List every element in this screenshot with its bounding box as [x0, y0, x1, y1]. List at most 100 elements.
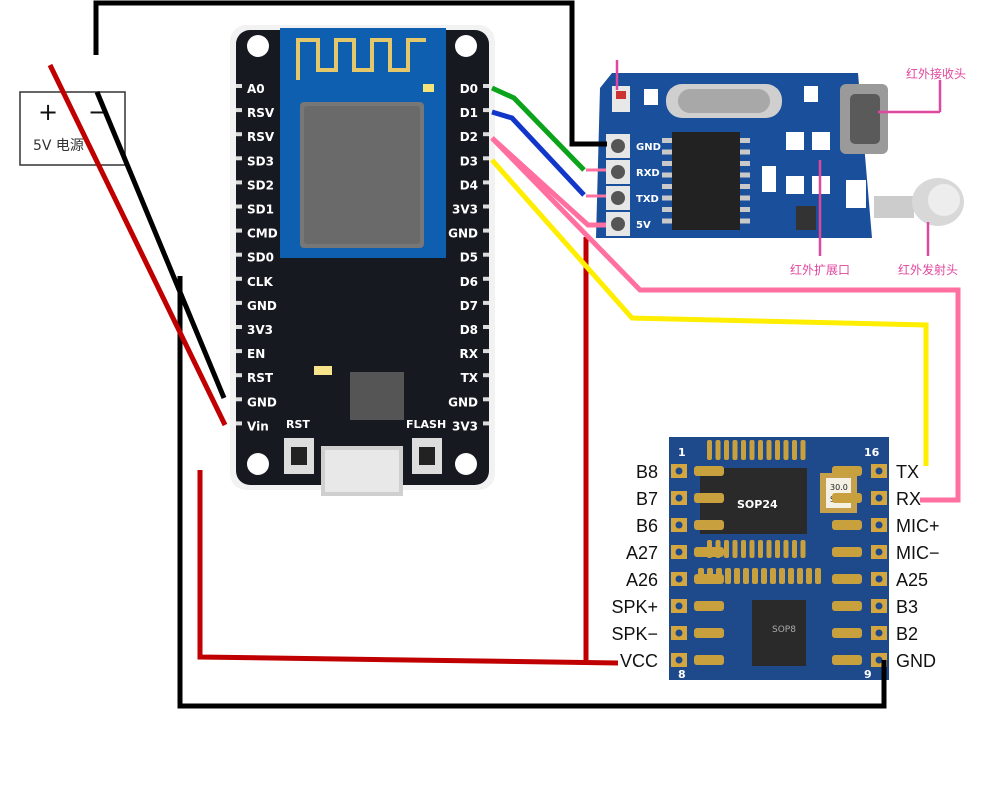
nodemcu-left-pin-label: SD0: [247, 251, 274, 265]
nodemcu-right-pin-label: D5: [460, 251, 478, 265]
voice-left-pin-label: B7: [636, 489, 658, 509]
wire-black-top: [93, 0, 607, 147]
voice-left-pin-label: SPK−: [611, 624, 658, 644]
ir-pin-hole: [611, 217, 625, 231]
ir-emitter-led: [874, 178, 964, 226]
corner-label-8: 8: [678, 668, 686, 681]
nodemcu-right-pin-header: [483, 156, 489, 161]
nodemcu-left-pin-header: [236, 252, 242, 257]
nodemcu-right-pin-label: GND: [448, 395, 478, 409]
nodemcu-right-pin-header: [483, 84, 489, 88]
voice-right-pin-label: A25: [896, 570, 928, 590]
nodemcu-left-pin-label: CMD: [247, 227, 278, 241]
usb-serial-chip: [350, 372, 404, 420]
nodemcu-right-pin-label: D0: [460, 82, 478, 96]
nodemcu-right-pin-label: D8: [460, 323, 478, 337]
wire-blue: [491, 109, 586, 197]
nodemcu-left-pin-label: A0: [247, 82, 265, 96]
nodemcu-left-pin-header: [236, 228, 242, 233]
nodemcu-left-pin-header: [236, 132, 242, 137]
nodemcu-right-pin-header: [483, 228, 489, 233]
power-supply-box: + − 5V 电源: [19, 91, 126, 166]
voice-right-pin-label: MIC−: [896, 543, 940, 563]
corner-label-1: 1: [678, 446, 686, 459]
nodemcu-left-pin-label: RST: [247, 371, 274, 385]
wire-green: [490, 85, 586, 172]
voice-left-pin-label: B6: [636, 516, 658, 536]
voice-left-pin-label: A26: [626, 570, 658, 590]
voice-left-pin-label: A27: [626, 543, 658, 563]
nodemcu-left-pin-header: [236, 300, 242, 305]
power-label: 5V 电源: [33, 138, 84, 154]
nodemcu-right-pin-label: D2: [460, 130, 478, 144]
ir-emitter-note: 红外发射头: [898, 262, 958, 277]
nodemcu-right-pin-header: [483, 300, 489, 305]
corner-label-16: 16: [864, 446, 880, 459]
nodemcu-right-pin-label: D3: [460, 154, 478, 168]
nodemcu-left-pin-header: [236, 325, 242, 329]
nodemcu-right-pin-label: D1: [460, 106, 478, 120]
nodemcu-right-pin-header: [483, 252, 489, 257]
nodemcu-right-pin-label: TX: [461, 371, 479, 385]
ir-pin-label: 5V: [636, 220, 651, 231]
nodemcu-left-pin-header: [236, 397, 242, 402]
wire-black-gnd: [94, 91, 227, 399]
nodemcu-right-pin-label: 3V3: [452, 419, 478, 433]
nodemcu-left-pin-label: Vin: [247, 419, 269, 433]
flash-button[interactable]: [412, 438, 442, 474]
nodemcu-left-pin-label: CLK: [247, 275, 273, 289]
rst-button[interactable]: [284, 438, 314, 474]
nodemcu-right-pin-label: 3V3: [452, 203, 478, 217]
nodemcu-left-pin-header: [236, 349, 242, 354]
nodemcu-right-pin-label: D6: [460, 275, 478, 289]
nodemcu-right-pin-header: [483, 373, 489, 378]
ir-expansion-note: 红外扩展口: [790, 262, 850, 277]
nodemcu-right-pin-header: [483, 421, 489, 426]
nodemcu-left-pin-label: EN: [247, 347, 265, 361]
nodemcu-right-pin-label: D4: [460, 178, 478, 192]
wire-pink: [490, 136, 961, 503]
nodemcu-left-pin-header: [236, 156, 242, 161]
corner-label-9: 9: [864, 668, 872, 681]
power-plus-label: +: [38, 98, 58, 126]
ir-chip: [672, 132, 740, 230]
nodemcu-left-pin-header: [236, 421, 242, 426]
voice-left-pin-label: SPK+: [611, 597, 658, 617]
nodemcu-left-pin-label: GND: [247, 395, 277, 409]
voice-left-pin-label: B8: [636, 462, 658, 482]
voice-right-pin-label: MIC+: [896, 516, 940, 536]
nodemcu-left-pin-header: [236, 276, 242, 281]
wire-pink-ir: [490, 136, 606, 228]
ir-pin-label: GND: [636, 142, 661, 153]
svg-text:30.0: 30.0: [830, 483, 848, 492]
voice-right-pin-label: TX: [896, 462, 919, 482]
nodemcu-right-pin-header: [483, 276, 489, 281]
nodemcu-right-pin-label: GND: [448, 227, 478, 241]
nodemcu-left-pins: A0RSVRSVSD3SD2SD1CMDSD0CLKGND3V3ENRSTGND…: [236, 82, 278, 433]
flash-button-label: FLASH: [406, 418, 446, 431]
ir-pin-hole: [611, 191, 625, 205]
voice-module: SOP24 SOP8 30.0 SGE 1 16 8 9 B8B7B6A27A2…: [611, 437, 940, 681]
wire-red-vcc: [197, 470, 619, 666]
nodemcu-left-pin-header: [236, 204, 242, 209]
voice-right-pin-label: GND: [896, 651, 936, 671]
nodemcu-left-pin-label: SD3: [247, 154, 274, 168]
nodemcu-left-pin-label: SD1: [247, 203, 274, 217]
nodemcu-right-pin-header: [483, 180, 489, 185]
sop8-chip: [752, 600, 806, 666]
nodemcu-right-pin-label: RX: [460, 347, 479, 361]
voice-right-pin-label: RX: [896, 489, 921, 509]
ir-pin-hole: [611, 139, 625, 153]
voice-right-pin-label: B2: [896, 624, 918, 644]
sop24-label: SOP24: [737, 498, 778, 511]
sop8-label: SOP8: [772, 625, 796, 635]
nodemcu-left-pin-header: [236, 108, 242, 113]
rst-button-label: RST: [286, 418, 310, 431]
wire-yellow: [490, 158, 929, 466]
